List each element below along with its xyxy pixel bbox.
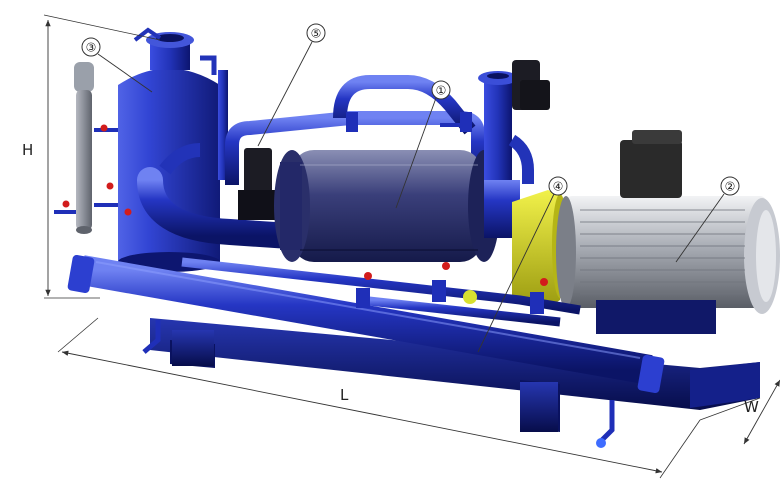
width-dimension: W bbox=[699, 379, 780, 445]
valve-handle bbox=[442, 262, 450, 270]
pump-body bbox=[274, 150, 520, 262]
elbow-pipe bbox=[137, 143, 303, 249]
valve-handle bbox=[62, 200, 70, 208]
width-label: W bbox=[744, 398, 759, 416]
valve-handle bbox=[364, 272, 372, 280]
level-gauge-column bbox=[54, 62, 120, 234]
valve-handle bbox=[540, 278, 548, 286]
callout-2-number: ② bbox=[725, 180, 736, 194]
height-label: H bbox=[22, 141, 33, 159]
valve-handles bbox=[62, 124, 548, 286]
valve-handle bbox=[100, 124, 108, 132]
water-piping bbox=[181, 257, 581, 327]
motor bbox=[556, 130, 780, 334]
motor-fins bbox=[580, 209, 745, 295]
length-dimension: L bbox=[57, 317, 701, 479]
callout-5: ⑤ bbox=[306, 23, 326, 43]
callout-4: ④ bbox=[548, 176, 568, 196]
discharge-pipe bbox=[478, 60, 550, 184]
valve-handle bbox=[124, 208, 132, 216]
height-dimension: H bbox=[22, 14, 161, 299]
callout-4-number: ④ bbox=[553, 180, 564, 194]
callout-5-number: ⑤ bbox=[311, 27, 322, 41]
valve-handle bbox=[106, 182, 114, 190]
length-label: L bbox=[340, 386, 349, 404]
callout-leaders bbox=[97, 41, 725, 353]
callout-1-number: ① bbox=[436, 84, 447, 98]
callout-3-number: ③ bbox=[86, 41, 97, 55]
terminal-box bbox=[620, 140, 682, 198]
callout-2: ② bbox=[720, 176, 740, 196]
callout-1: ① bbox=[431, 80, 451, 100]
sight-glass bbox=[463, 290, 477, 304]
callout-3: ③ bbox=[81, 37, 101, 57]
